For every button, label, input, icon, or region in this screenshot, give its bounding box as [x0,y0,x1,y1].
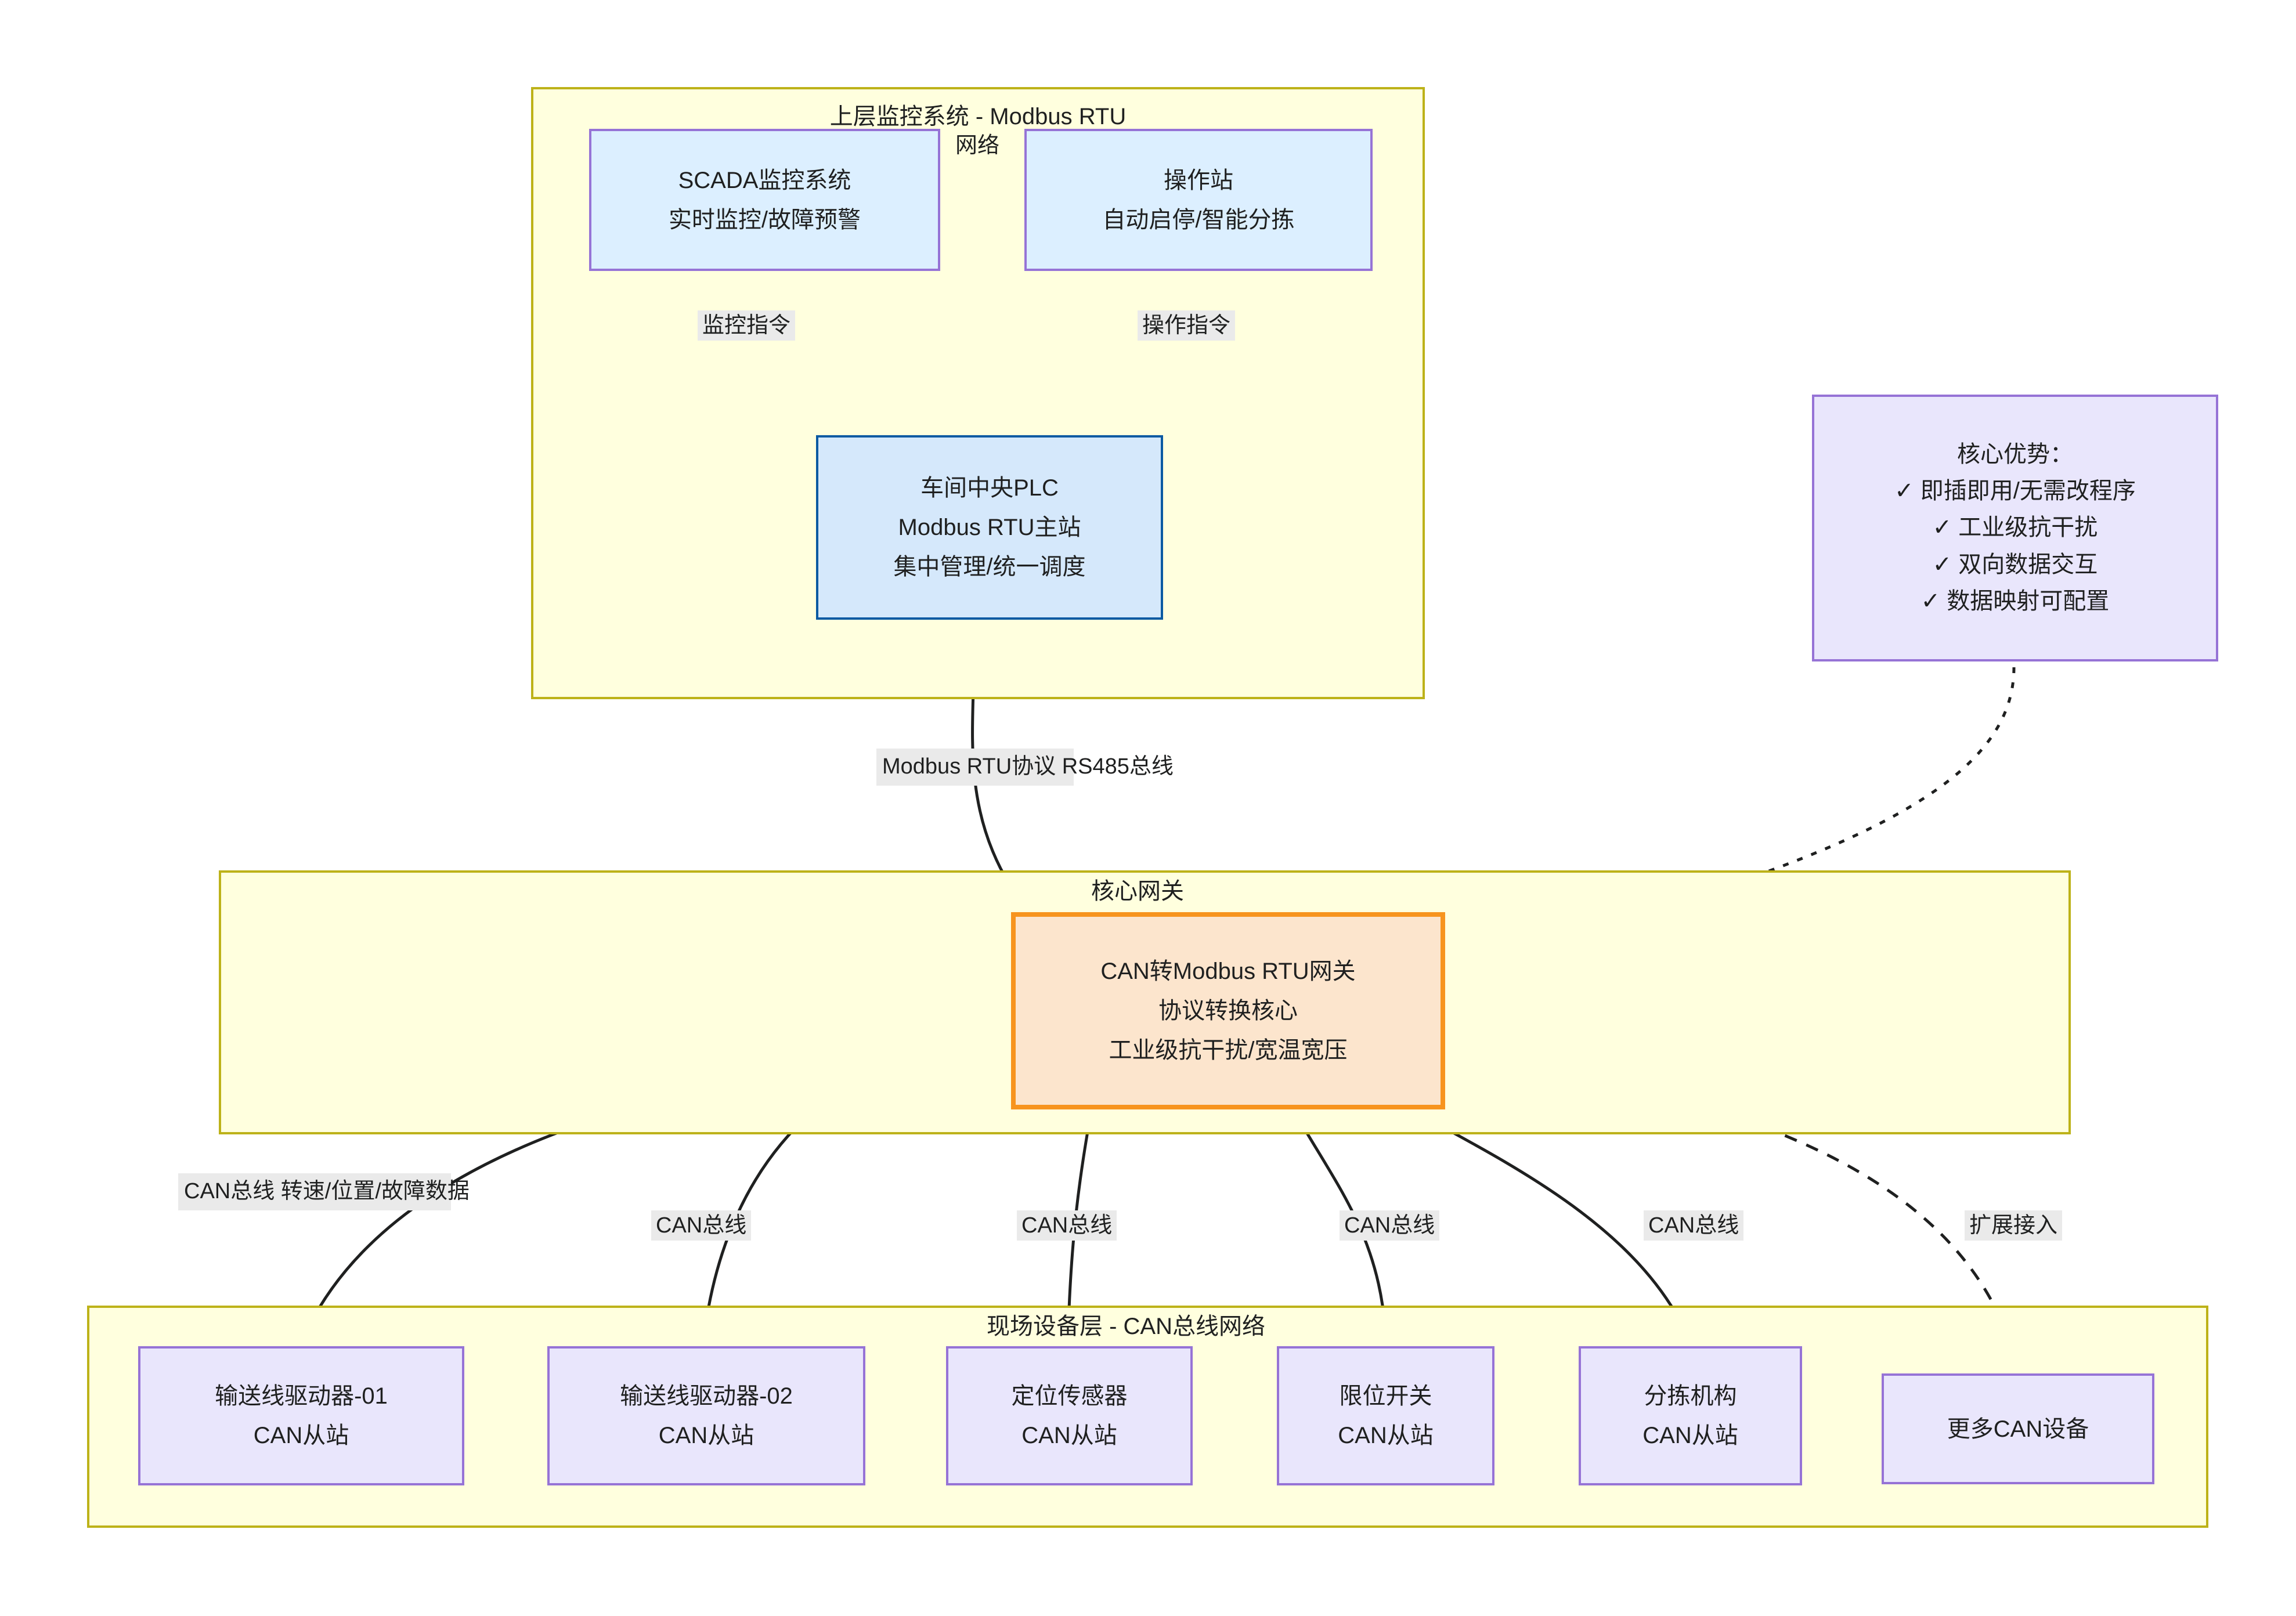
edge-label-can-bus-3: CAN总线 [1017,1210,1117,1241]
edge-label-expansion: 扩展接入 [1965,1210,2063,1241]
node-can-modbus-gateway[interactable]: CAN转Modbus RTU网关 协议转换核心 工业级抗干扰/宽温宽压 [1011,912,1445,1109]
node-plc-line2: Modbus RTU主站 [898,515,1081,540]
cluster-upper-title: 上层监控系统 - Modbus RTU [829,104,1127,129]
node-operator-line2: 自动启停/智能分拣 [1102,207,1295,233]
device-position-sensor[interactable]: 定位传感器 CAN从站 [946,1346,1193,1485]
node-scada-line1: SCADA监控系统 [678,167,851,193]
edge-label-can-bus-4-text: CAN总线 [1344,1213,1435,1238]
node-gateway-line3: 工业级抗干扰/宽温宽压 [1109,1037,1348,1063]
device-driver-01-line2: CAN从站 [253,1423,349,1448]
cluster-field-device-title: 现场设备层 - CAN总线网络 [987,1314,1265,1339]
edge-label-scada-to-plc-text: 监控指令 [702,313,791,338]
edge-label-expansion-text: 扩展接入 [1969,1213,2058,1238]
node-gateway-line2: 协议转换核心 [1158,998,1298,1024]
device-position-sensor-line2: CAN从站 [1021,1423,1117,1448]
node-scada[interactable]: SCADA监控系统 实时监控/故障预警 [589,129,940,271]
node-plc-line1: 车间中央PLC [920,475,1059,501]
node-operator-station[interactable]: 操作站 自动启停/智能分拣 [1024,129,1373,271]
core-advantage-item-3: ✓ 双向数据交互 [1932,551,2098,577]
node-plc-line3: 集中管理/统一调度 [893,554,1086,580]
edge-label-network: 网络 [955,133,1000,158]
device-driver-01[interactable]: 输送线驱动器-01 CAN从站 [138,1346,464,1485]
edge-label-scada-to-plc: 监控指令 [698,310,796,341]
core-advantage-item-4: ✓ 数据映射可配置 [1920,588,2110,614]
edge-label-plc-to-gateway-line1: Modbus RTU协议 [882,754,1056,779]
device-driver-02-line2: CAN从站 [658,1423,754,1448]
device-sorting-mechanism[interactable]: 分拣机构 CAN从站 [1579,1346,1802,1485]
core-advantage-item-2: ✓ 工业级抗干扰 [1932,515,2098,541]
edge-label-plc-to-gateway-line2: RS485总线 [1062,754,1174,779]
edge-label-can-bus-5: CAN总线 [1644,1210,1744,1241]
node-central-plc[interactable]: 车间中央PLC Modbus RTU主站 集中管理/统一调度 [816,435,1163,620]
node-gateway-line1: CAN转Modbus RTU网关 [1100,959,1356,984]
edge-label-operator-to-plc-text: 操作指令 [1142,313,1231,338]
device-sorting-mechanism-line1: 分拣机构 [1644,1383,1737,1409]
core-advantage-item-1: ✓ 即插即用/无需改程序 [1894,478,2136,504]
device-position-sensor-line1: 定位传感器 [1011,1383,1128,1409]
edge-label-plc-to-gateway: Modbus RTU协议 RS485总线 [876,749,1174,786]
device-limit-switch-line2: CAN从站 [1338,1423,1434,1448]
node-operator-line1: 操作站 [1164,167,1233,193]
device-driver-01-line1: 输送线驱动器-01 [215,1383,388,1409]
device-sorting-mechanism-line2: CAN从站 [1642,1423,1738,1448]
core-advantages-title: 核心优势： [1957,442,2073,468]
edge-label-can-bus-4: CAN总线 [1340,1210,1440,1241]
device-driver-02[interactable]: 输送线驱动器-02 CAN从站 [547,1346,865,1485]
device-limit-switch-line1: 限位开关 [1339,1383,1432,1409]
edge-label-can-bus-1-line2: 转速/位置/故障数据 [280,1179,470,1203]
node-scada-line2: 实时监控/故障预警 [668,207,861,233]
device-limit-switch[interactable]: 限位开关 CAN从站 [1277,1346,1494,1485]
edge-label-can-bus-1: CAN总线 转速/位置/故障数据 [178,1173,470,1210]
edge-label-can-bus-2-text: CAN总线 [656,1213,747,1238]
device-more-can-line1: 更多CAN设备 [1947,1416,2089,1442]
device-more-can[interactable]: 更多CAN设备 [1882,1373,2154,1484]
edge-label-can-bus-1-line1: CAN总线 [184,1179,275,1203]
edge-label-can-bus-5-text: CAN总线 [1648,1213,1739,1238]
cluster-core-gateway-title: 核心网关 [1091,879,1184,904]
edge-label-operator-to-plc: 操作指令 [1138,310,1236,341]
edge-label-can-bus-3-text: CAN总线 [1021,1213,1113,1238]
edge-label-can-bus-2: CAN总线 [651,1210,752,1241]
core-advantages-note: 核心优势： ✓ 即插即用/无需改程序 ✓ 工业级抗干扰 ✓ 双向数据交互 ✓ 数… [1812,395,2218,661]
device-driver-02-line1: 输送线驱动器-02 [620,1383,793,1409]
